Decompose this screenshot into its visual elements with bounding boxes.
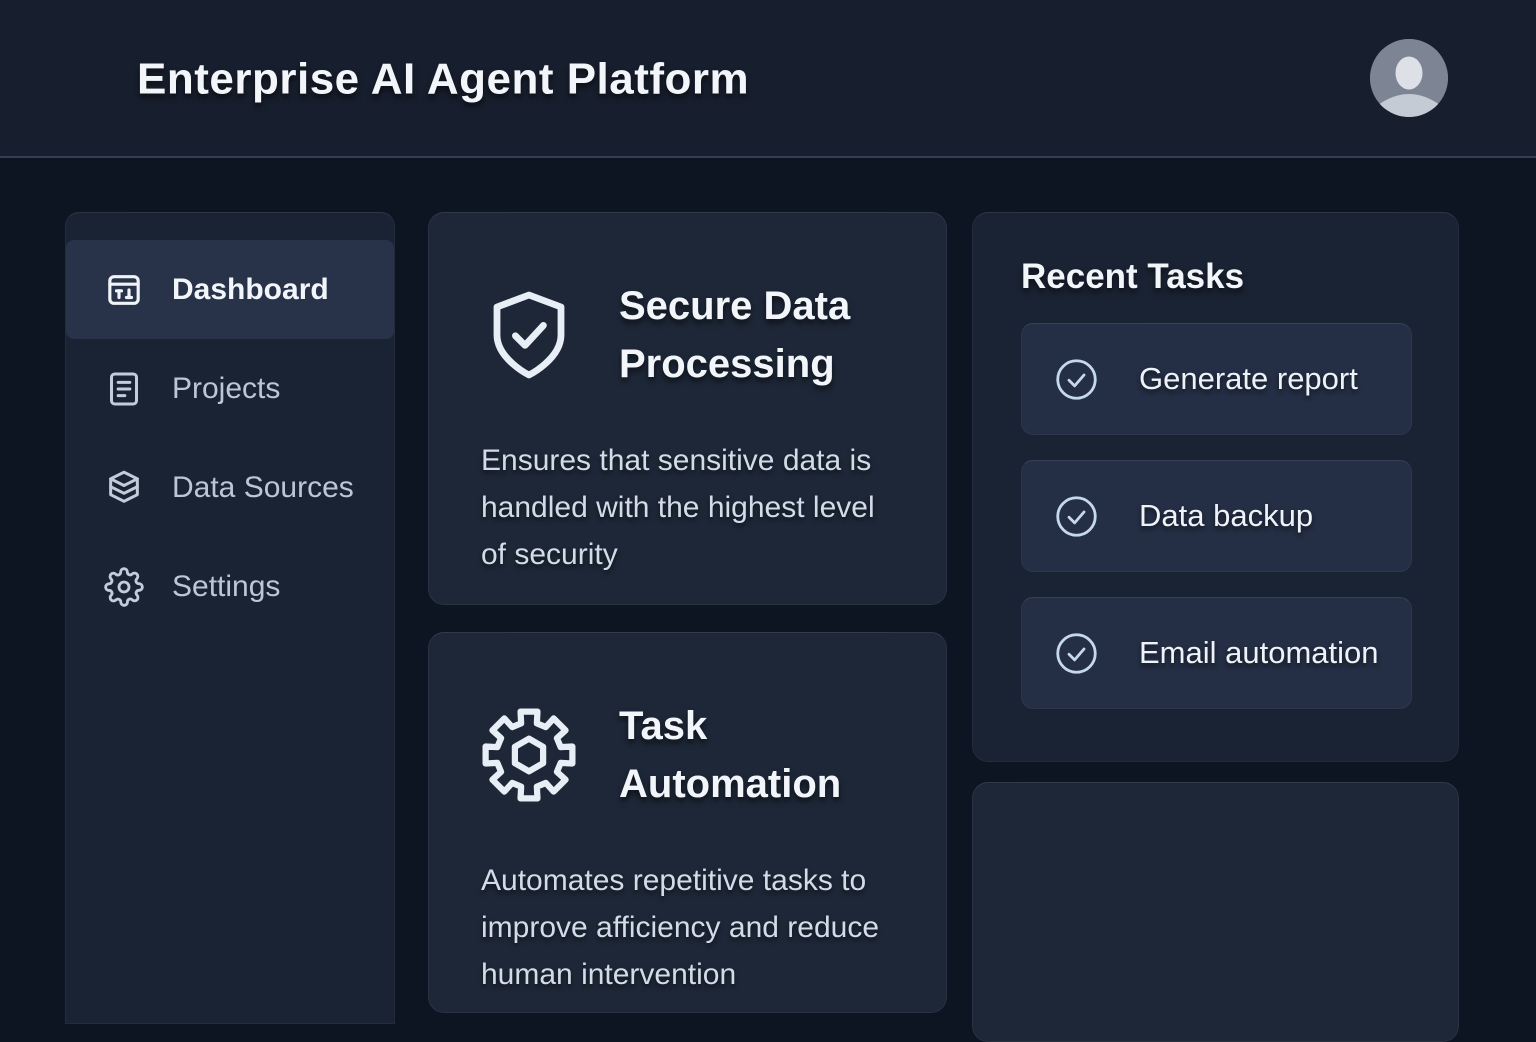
app-header: Enterprise AI Agent Platform [0,0,1536,158]
feature-description: Automates repetitive tasks to improve af… [481,864,879,991]
user-avatar-icon [1370,39,1448,117]
projects-icon [104,369,144,409]
feature-card-secure-data: Secure Data Processing Ensures that sens… [428,212,947,605]
recent-tasks-panel: Recent Tasks Generate report Data backup [972,212,1459,762]
check-circle-icon [1054,357,1099,402]
settings-gear-icon [104,566,144,607]
feature-card-task-automation: Task Automation Automates repetitive tas… [428,632,947,1013]
recent-tasks-heading: Recent Tasks [1021,257,1245,296]
feature-title: Secure Data Processing [619,284,851,386]
sidebar-item-label: Dashboard [172,272,329,306]
task-label: Data backup [1139,498,1314,533]
data-sources-icon [104,468,144,508]
feature-title: Task Automation [619,704,842,806]
sidebar-item-label: Settings [172,569,281,603]
sidebar-item-data-sources[interactable]: Data Sources [66,438,394,537]
app-title: Enterprise AI Agent Platform [137,54,750,104]
task-item-data-backup[interactable]: Data backup [1021,460,1412,572]
task-label: Email automation [1139,635,1379,670]
dashboard-icon [104,270,144,310]
task-item-email-automation[interactable]: Email automation [1021,597,1412,709]
task-list: Generate report Data backup Email automa… [1021,323,1412,709]
sidebar-nav: Dashboard Projects Data Sources [65,212,395,1024]
check-circle-icon [1054,631,1099,676]
sidebar-item-label: Data Sources [172,470,354,504]
sidebar-item-label: Projects [172,371,281,405]
shield-check-icon [481,285,577,385]
empty-placeholder-card [972,782,1459,1042]
gear-icon [481,705,577,805]
task-item-generate-report[interactable]: Generate report [1021,323,1412,435]
user-avatar[interactable] [1370,39,1448,117]
sidebar-item-settings[interactable]: Settings [66,537,394,636]
sidebar-item-dashboard[interactable]: Dashboard [66,240,394,339]
check-circle-icon [1054,494,1099,539]
feature-description: Ensures that sensitive data is handled w… [481,444,875,571]
task-label: Generate report [1139,361,1358,396]
sidebar-item-projects[interactable]: Projects [66,339,394,438]
